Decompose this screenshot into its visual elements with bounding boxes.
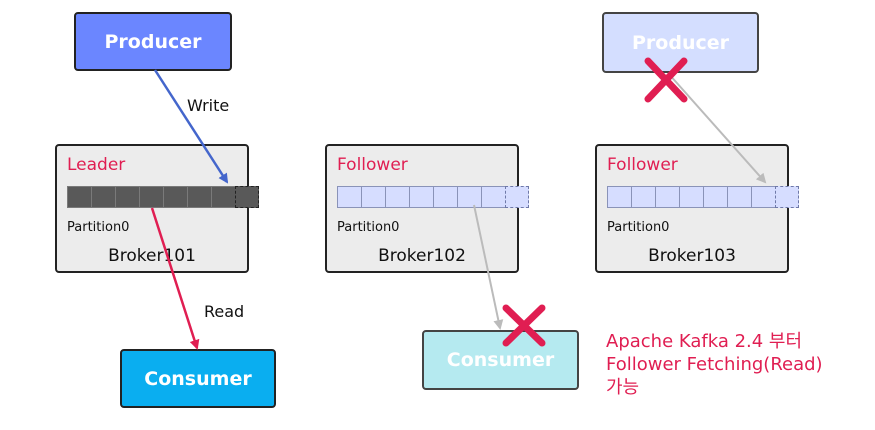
follower-fetch-arrow <box>473 204 504 330</box>
log-segment <box>727 186 751 208</box>
log-segment <box>631 186 655 208</box>
broker-role-follower: Follower <box>607 155 678 175</box>
producer-box: Producer <box>74 12 232 71</box>
blocked-cross-icon <box>644 57 688 103</box>
log-segment <box>67 186 91 208</box>
broker-103: Follower Partition0 Broker103 <box>595 144 799 273</box>
log-segment <box>409 186 433 208</box>
log-segment-new <box>775 186 799 208</box>
note-line: Apache Kafka 2.4 부터 <box>606 331 803 352</box>
log-segment <box>187 186 211 208</box>
log-segment <box>751 186 775 208</box>
log-segment <box>385 186 409 208</box>
read-arrow <box>150 207 200 350</box>
log-segment <box>457 186 481 208</box>
broker-name: Broker101 <box>108 246 196 266</box>
producer-label-disabled: Producer <box>632 31 729 54</box>
log-segment <box>211 186 235 208</box>
log-segment <box>433 186 457 208</box>
broker-role-leader: Leader <box>67 155 126 175</box>
log-segment <box>139 186 163 208</box>
consumer-label: Consumer <box>144 367 252 390</box>
log-segment <box>163 186 187 208</box>
producer-label: Producer <box>104 30 202 53</box>
partition-log-follower <box>607 186 799 208</box>
partition-log-follower <box>337 186 529 208</box>
feature-note: Apache Kafka 2.4 부터 Follower Fetching(Re… <box>606 330 823 399</box>
partition-label: Partition0 <box>67 220 130 235</box>
write-label: Write <box>187 96 230 115</box>
log-segment <box>679 186 703 208</box>
log-segment-new <box>235 186 259 208</box>
note-line: Follower Fetching(Read) <box>606 354 823 375</box>
log-segment <box>703 186 727 208</box>
note-line: 가능 <box>606 377 640 398</box>
partition-label: Partition0 <box>607 220 670 235</box>
write-arrow <box>153 69 229 184</box>
consumer-box: Consumer <box>120 349 276 408</box>
log-segment <box>115 186 139 208</box>
log-segment-new <box>505 186 529 208</box>
consumer-label-disabled: Consumer <box>446 349 555 371</box>
read-label: Read <box>204 302 245 321</box>
partition-label: Partition0 <box>337 220 400 235</box>
log-segment <box>481 186 505 208</box>
broker-102: Follower Partition0 Broker102 <box>325 144 529 273</box>
broker-name: Broker102 <box>378 246 466 266</box>
blocked-produce-arrow <box>667 72 767 184</box>
log-segment <box>655 186 679 208</box>
broker-name: Broker103 <box>648 246 736 266</box>
blocked-cross-icon <box>502 304 546 347</box>
log-segment <box>361 186 385 208</box>
broker-role-follower: Follower <box>337 155 408 175</box>
log-segment <box>337 186 361 208</box>
consumer-box-disabled: Consumer <box>422 330 579 390</box>
log-segment <box>607 186 631 208</box>
partition-log-leader <box>67 186 259 208</box>
log-segment <box>91 186 115 208</box>
